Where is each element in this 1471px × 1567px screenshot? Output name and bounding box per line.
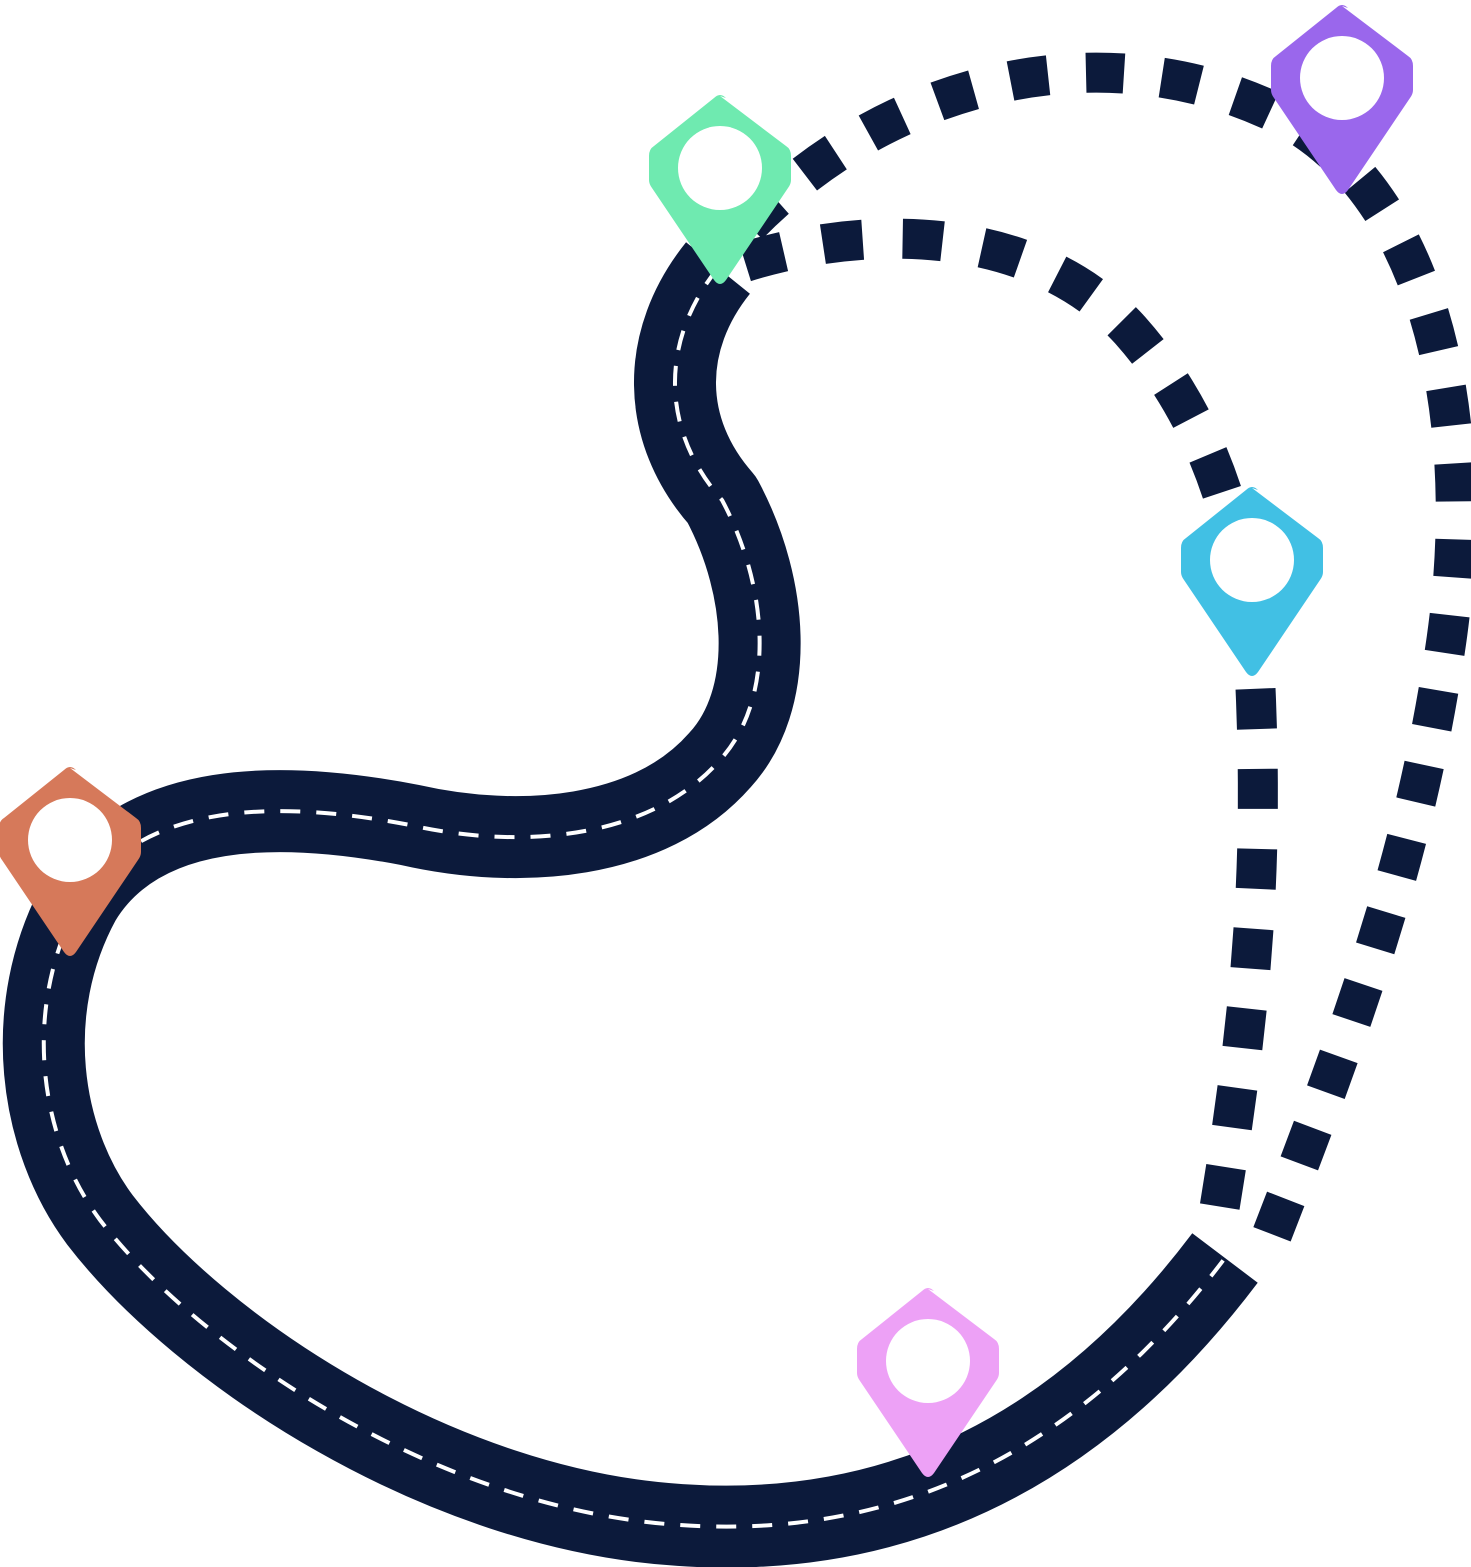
dashed-route-inner: [739, 218, 1278, 1239]
map-pins: [0, 5, 1413, 1477]
dashed-route-outer: [733, 52, 1471, 1273]
map-pin-hole: [678, 126, 762, 210]
map-pin-orange[interactable]: [0, 767, 141, 956]
map-pin-hole: [1300, 36, 1384, 120]
map-pin-cyan[interactable]: [1181, 487, 1323, 676]
map-pin-hole: [1210, 518, 1294, 602]
map-pin-pink[interactable]: [857, 1288, 999, 1477]
road-center-line: [41, 266, 1227, 1529]
map-pin-green[interactable]: [649, 95, 791, 284]
map-pin-hole: [28, 798, 112, 882]
map-pin-hole: [886, 1319, 970, 1403]
map-pin-purple[interactable]: [1271, 5, 1413, 194]
